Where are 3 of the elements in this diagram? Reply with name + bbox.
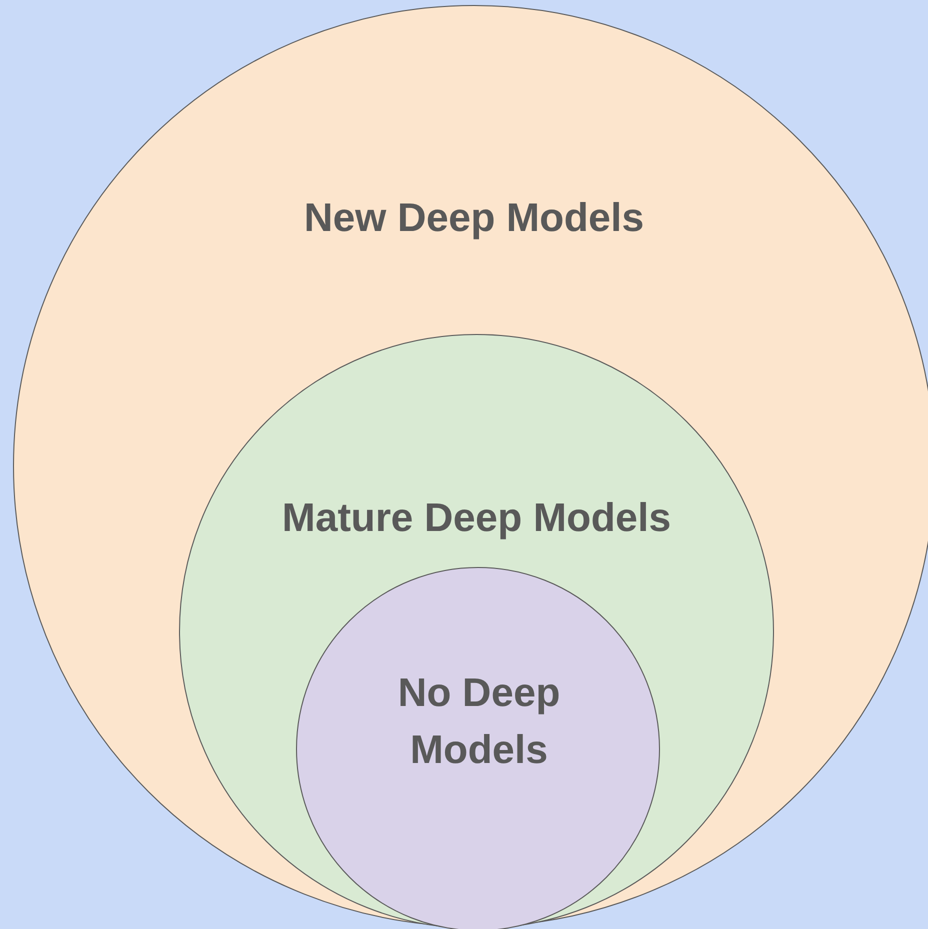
circle-label: Mature Deep Models (281, 495, 672, 542)
circle-label: New Deep Models (302, 195, 646, 242)
circle-label: No Deep Models (396, 670, 562, 774)
